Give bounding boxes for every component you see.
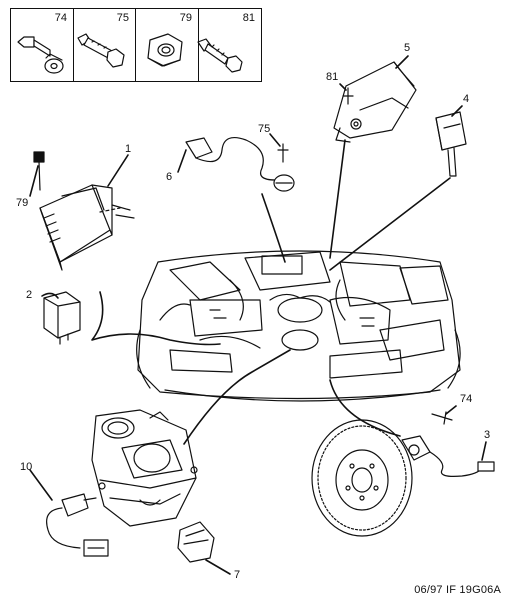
part-number-81: 81	[242, 12, 255, 24]
callout-4: 4	[463, 93, 470, 105]
part-number-74: 74	[54, 12, 67, 24]
callout-79: 79	[16, 197, 29, 209]
callout-6: 6	[166, 171, 173, 183]
throttle-body	[91, 409, 198, 527]
hardware-cell-75: 75	[74, 9, 136, 81]
crankshaft-sensor-bolt	[431, 411, 453, 425]
callout-7: 7	[234, 569, 241, 581]
part-number-79: 79	[179, 12, 192, 24]
knock-sensor	[185, 137, 295, 192]
leader-lines	[29, 55, 487, 575]
callout-74: 74	[460, 393, 473, 405]
callout-3: 3	[484, 429, 491, 441]
knock-sensor-bolt	[277, 143, 289, 163]
flanged-bolt-icon	[17, 36, 64, 74]
hex-nut-icon	[147, 33, 183, 67]
relay	[43, 291, 81, 345]
hex-bolt-icon	[77, 33, 125, 68]
hardware-cell-79: 79	[136, 9, 199, 81]
idle-actuator	[177, 521, 215, 563]
hardware-panel: 74 75 79 81	[10, 8, 262, 82]
stud-bolt-icon	[197, 38, 243, 73]
callout-1: 1	[125, 143, 132, 155]
flywheel	[311, 419, 413, 537]
engine-control-unit	[39, 184, 135, 271]
hardware-cell-81: 81	[199, 9, 261, 81]
callout-75: 75	[258, 123, 271, 135]
hardware-cell-74: 74	[11, 9, 74, 81]
callout-10: 10	[20, 461, 33, 473]
callout-2: 2	[26, 289, 33, 301]
part-number-75: 75	[116, 12, 129, 24]
figure-code: 06/97 IF 19G06A	[414, 584, 501, 596]
throttle-position-sensor	[46, 493, 109, 557]
engine-bay	[136, 250, 461, 402]
camshaft-sensor-bolt	[342, 87, 354, 105]
temperature-sensor	[435, 111, 467, 177]
callout-5: 5	[404, 42, 411, 54]
crankshaft-sensor	[401, 435, 495, 477]
ecu-nut	[33, 151, 45, 191]
callout-81: 81	[326, 71, 339, 83]
camshaft-sensor	[333, 61, 417, 143]
